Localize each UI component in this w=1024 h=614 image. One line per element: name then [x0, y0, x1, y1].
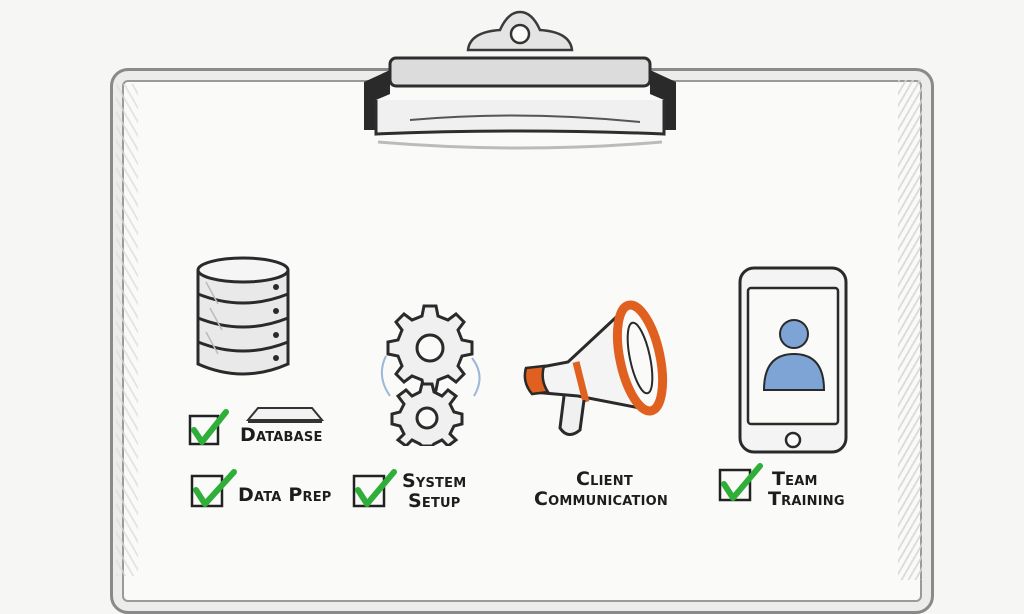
- database-label: Database: [240, 424, 323, 446]
- database-checkbox[interactable]: [186, 408, 234, 450]
- system-setup-label-line1: System: [402, 470, 467, 492]
- clipboard-illustration: Database Data Prep System Setup Client C…: [110, 10, 934, 614]
- system-setup-label-line2: Setup: [408, 490, 461, 512]
- board-shading-right: [898, 80, 922, 580]
- system-setup-checkbox[interactable]: [350, 468, 402, 512]
- team-training-label-line2: Training: [768, 488, 845, 510]
- drive-icon: [245, 407, 325, 423]
- database-icon: [196, 256, 290, 376]
- megaphone-icon: [523, 300, 668, 436]
- board-shading-left: [116, 84, 138, 576]
- data-prep-checkbox[interactable]: [188, 468, 240, 512]
- gears-icon: [380, 304, 481, 446]
- team-training-checkbox[interactable]: [716, 462, 768, 506]
- smartphone-user-icon: [738, 266, 848, 454]
- client-communication-label-line2: Communication: [534, 488, 668, 510]
- data-prep-label: Data Prep: [238, 484, 332, 506]
- clipboard-clip-icon: [364, 10, 676, 150]
- client-communication-label-line1: Client: [576, 468, 633, 490]
- team-training-label-line1: Team: [772, 468, 818, 490]
